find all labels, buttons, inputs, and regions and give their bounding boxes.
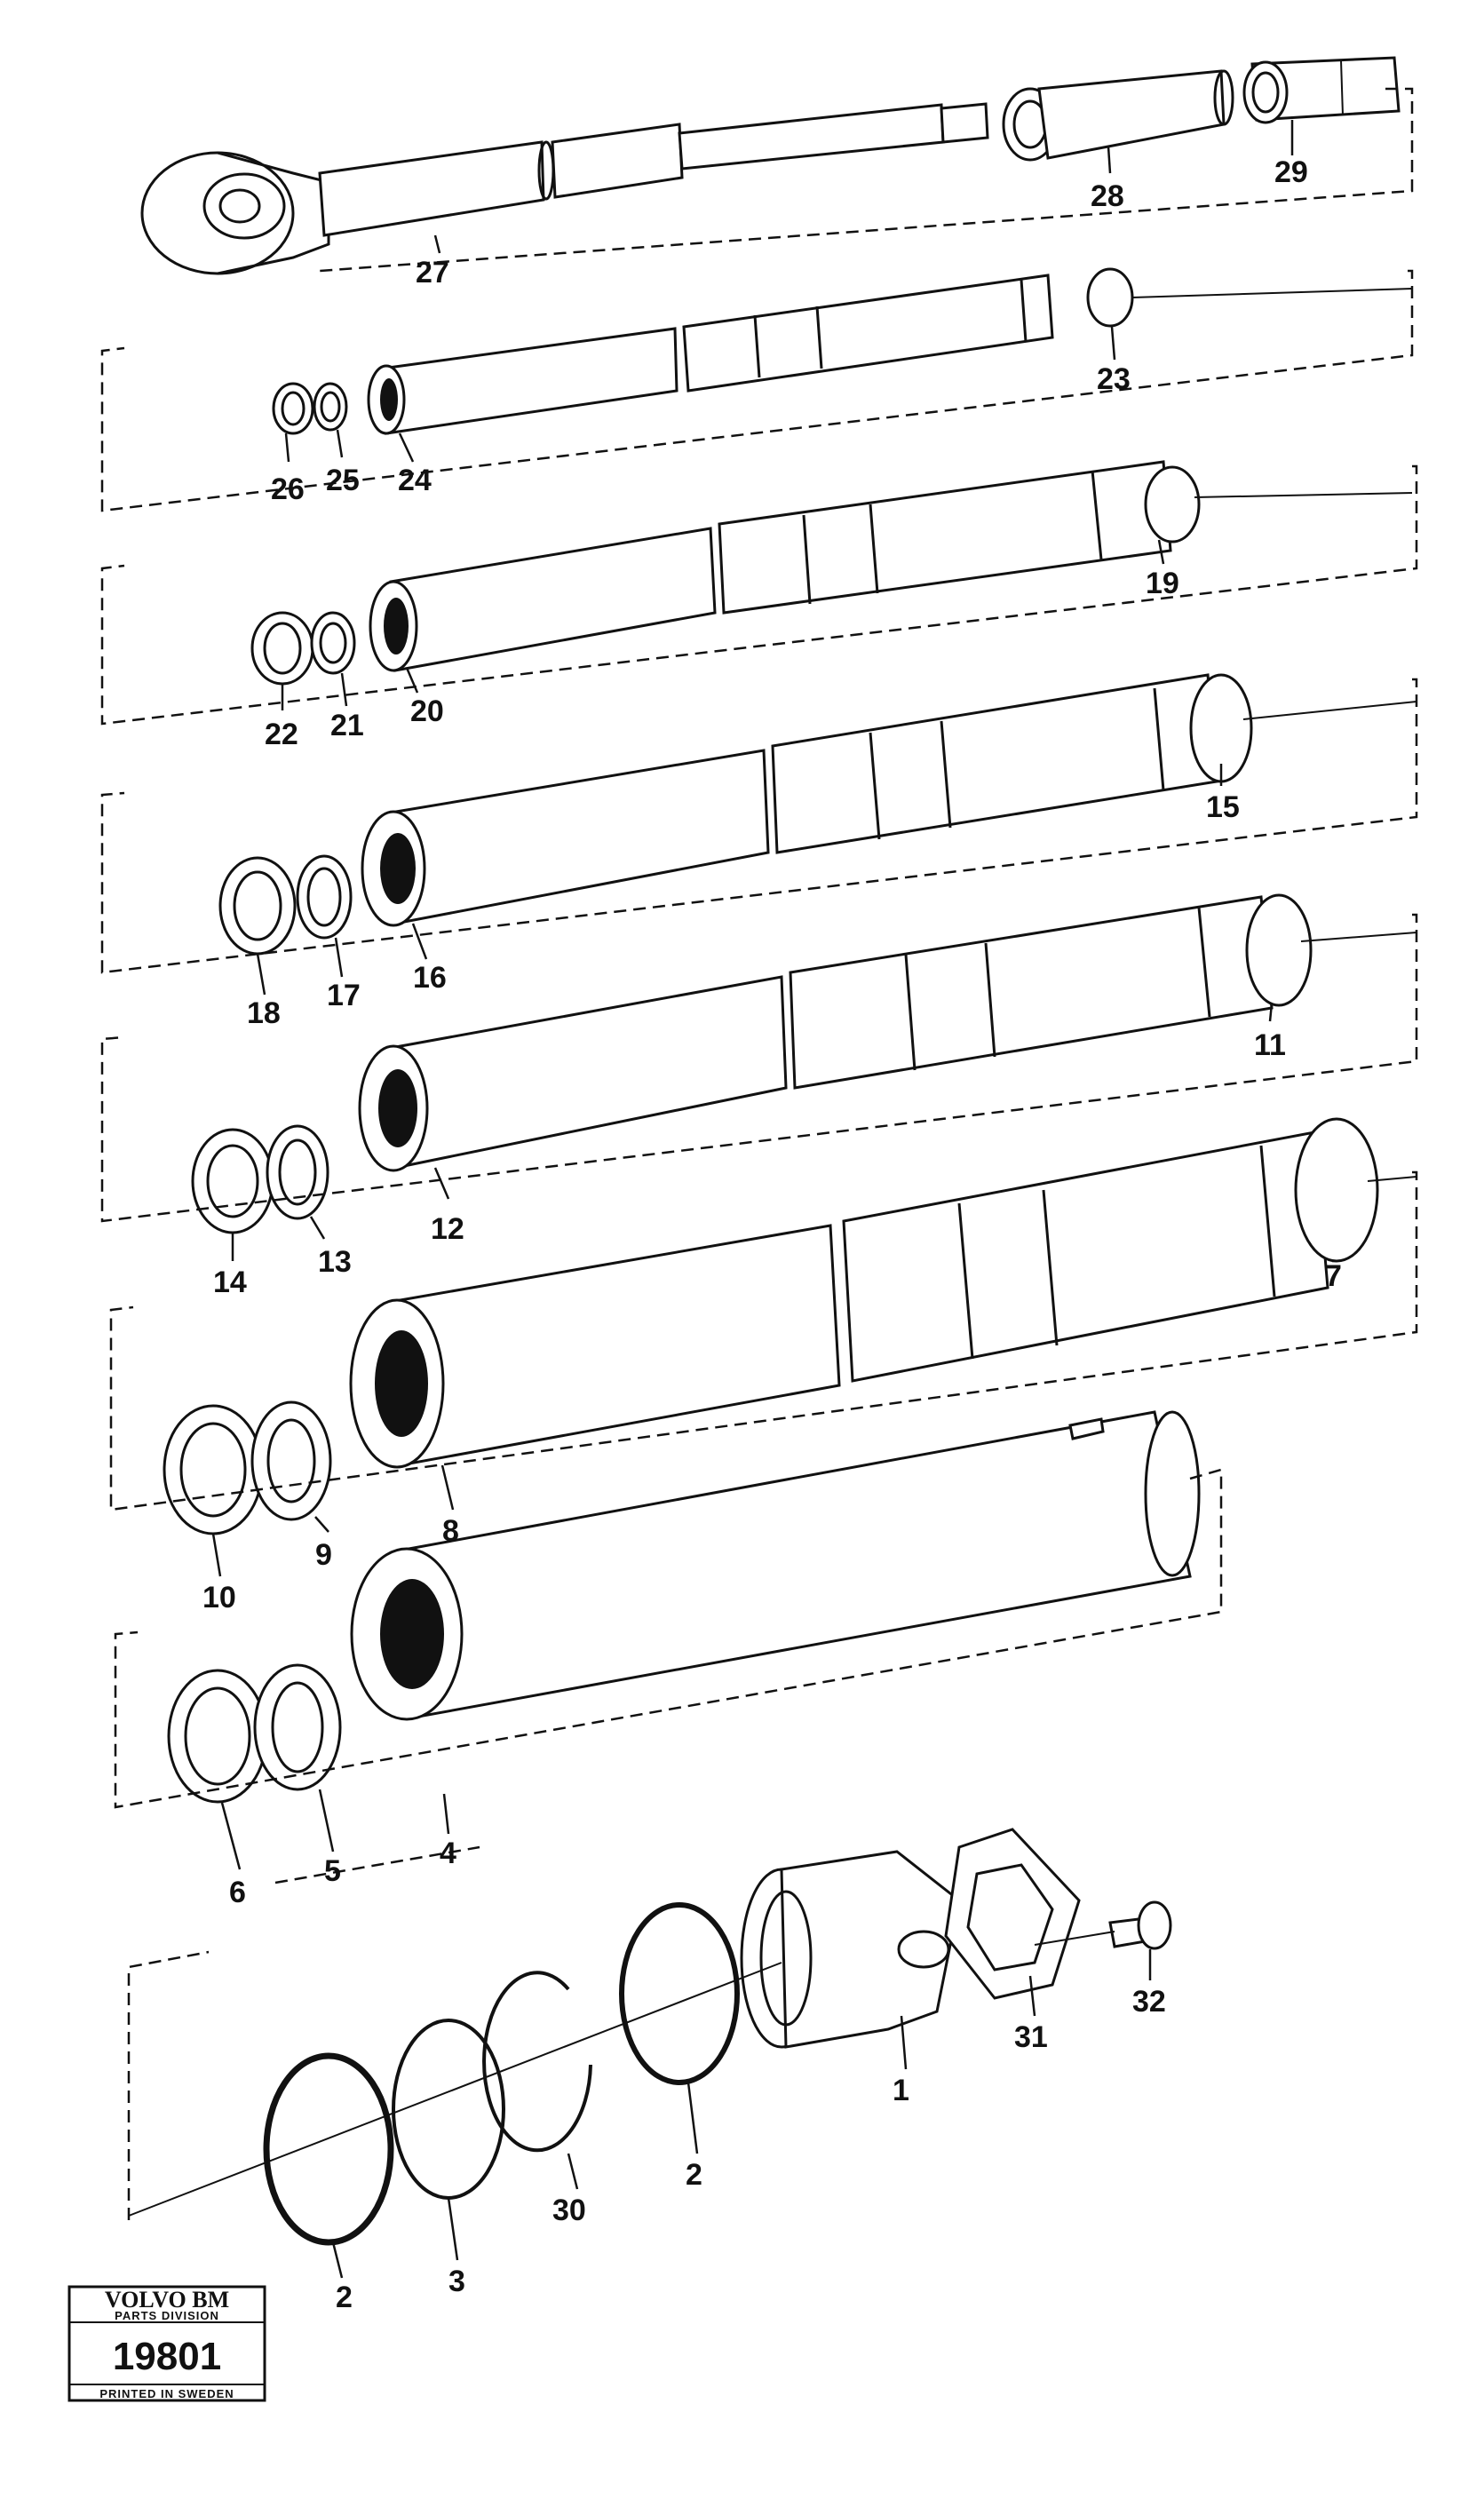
part-5-ring <box>253 1663 342 1791</box>
part-8-tube <box>349 1131 1329 1469</box>
part-13-ring <box>266 1124 329 1220</box>
label-27: 27 <box>416 256 449 290</box>
part-10-nut <box>163 1404 264 1535</box>
part-9-ring <box>250 1400 332 1521</box>
label-15: 15 <box>1206 790 1240 824</box>
part-23-piston <box>1086 267 1413 328</box>
part-26-nut <box>272 382 314 435</box>
label-12: 12 <box>431 1212 464 1246</box>
part-22-nut <box>250 611 314 686</box>
part-24-tube <box>367 274 1054 435</box>
label-23: 23 <box>1097 362 1131 396</box>
stamp-brand: VOLVO BM <box>105 2287 229 2313</box>
label-14: 14 <box>213 1265 247 1299</box>
row7-dashed-frame <box>114 1468 1223 1809</box>
part-2-oring-left <box>263 2052 394 2246</box>
stamp-division: PARTS DIVISION <box>115 2309 219 2322</box>
label-7: 7 <box>1325 1259 1342 1293</box>
label-30: 30 <box>552 2194 586 2227</box>
part-31-plate <box>944 1828 1081 2000</box>
label-2-left: 2 <box>336 2281 353 2314</box>
label-16: 16 <box>413 961 447 995</box>
volvo-bm-stamp: VOLVO BM PARTS DIVISION 19801 PRINTED IN… <box>67 2285 266 2402</box>
label-8: 8 <box>442 1514 459 1548</box>
label-6: 6 <box>229 1876 246 1909</box>
row8-dashed-frame <box>127 1950 210 2220</box>
label-4: 4 <box>440 1837 456 1870</box>
label-26: 26 <box>271 472 305 506</box>
label-2-right: 2 <box>686 2158 702 2192</box>
part-7-piston <box>1294 1117 1417 1263</box>
row3-dashed-frame <box>100 464 1418 726</box>
part-28-tube <box>1002 69 1234 162</box>
label-28: 28 <box>1091 179 1124 213</box>
label-1: 1 <box>893 2074 909 2107</box>
label-21: 21 <box>330 709 364 742</box>
part-20-tube <box>369 460 1172 672</box>
row6-dashed-frame <box>109 1170 1418 1511</box>
row2-dashed-frame <box>100 269 1414 512</box>
part-12-tube <box>358 895 1274 1172</box>
label-22: 22 <box>265 718 298 751</box>
label-31: 31 <box>1014 2020 1048 2054</box>
label-10: 10 <box>202 1581 236 1614</box>
part-15-piston <box>1189 673 1417 783</box>
part-1-end-cap <box>740 1850 961 2049</box>
label-20: 20 <box>410 694 444 728</box>
row8-axis-right <box>1034 1931 1115 1946</box>
label-11: 11 <box>1254 1028 1286 1062</box>
part-14-nut <box>191 1128 274 1234</box>
label-29: 29 <box>1274 155 1308 189</box>
leader-lines <box>211 120 1337 2279</box>
part-16-tube <box>361 673 1218 927</box>
part-27-piston-rod <box>140 102 989 275</box>
part-29-bushing <box>1242 56 1401 124</box>
part-2-oring-right <box>619 1902 740 2085</box>
row7-to-row8-connector <box>274 1845 480 1884</box>
part-25-ring <box>313 382 348 432</box>
label-3: 3 <box>448 2265 465 2298</box>
label-24: 24 <box>398 464 432 497</box>
label-5: 5 <box>324 1854 341 1888</box>
part-32-bolt <box>1108 1900 1172 1950</box>
row8-axis <box>128 1962 782 2217</box>
label-17: 17 <box>327 979 361 1012</box>
stamp-number: 19801 <box>113 2335 221 2378</box>
part-19-piston <box>1144 465 1413 543</box>
part-3-backup-ring <box>392 2019 505 2200</box>
part-6-nut <box>167 1669 268 1804</box>
part-17-ring <box>296 854 353 940</box>
label-32: 32 <box>1132 1985 1166 2019</box>
label-13: 13 <box>318 1245 352 1279</box>
part-18-nut <box>218 856 297 956</box>
part-30-snap-ring <box>482 1971 592 2153</box>
part-21-ring <box>310 611 356 675</box>
label-19: 19 <box>1146 567 1179 600</box>
label-25: 25 <box>326 464 360 497</box>
row1-dashed-frame <box>319 87 1414 273</box>
row4-dashed-frame <box>100 678 1418 974</box>
stamp-printed: PRINTED IN SWEDEN <box>99 2387 234 2400</box>
label-18: 18 <box>247 996 281 1030</box>
row5-dashed-frame <box>100 913 1418 1223</box>
part-11-piston <box>1245 893 1417 1007</box>
part-labels: 27 28 29 23 26 25 24 19 22 21 20 15 18 1… <box>202 155 1342 2314</box>
label-9: 9 <box>315 1538 332 1572</box>
part-4-barrel <box>350 1410 1201 1721</box>
